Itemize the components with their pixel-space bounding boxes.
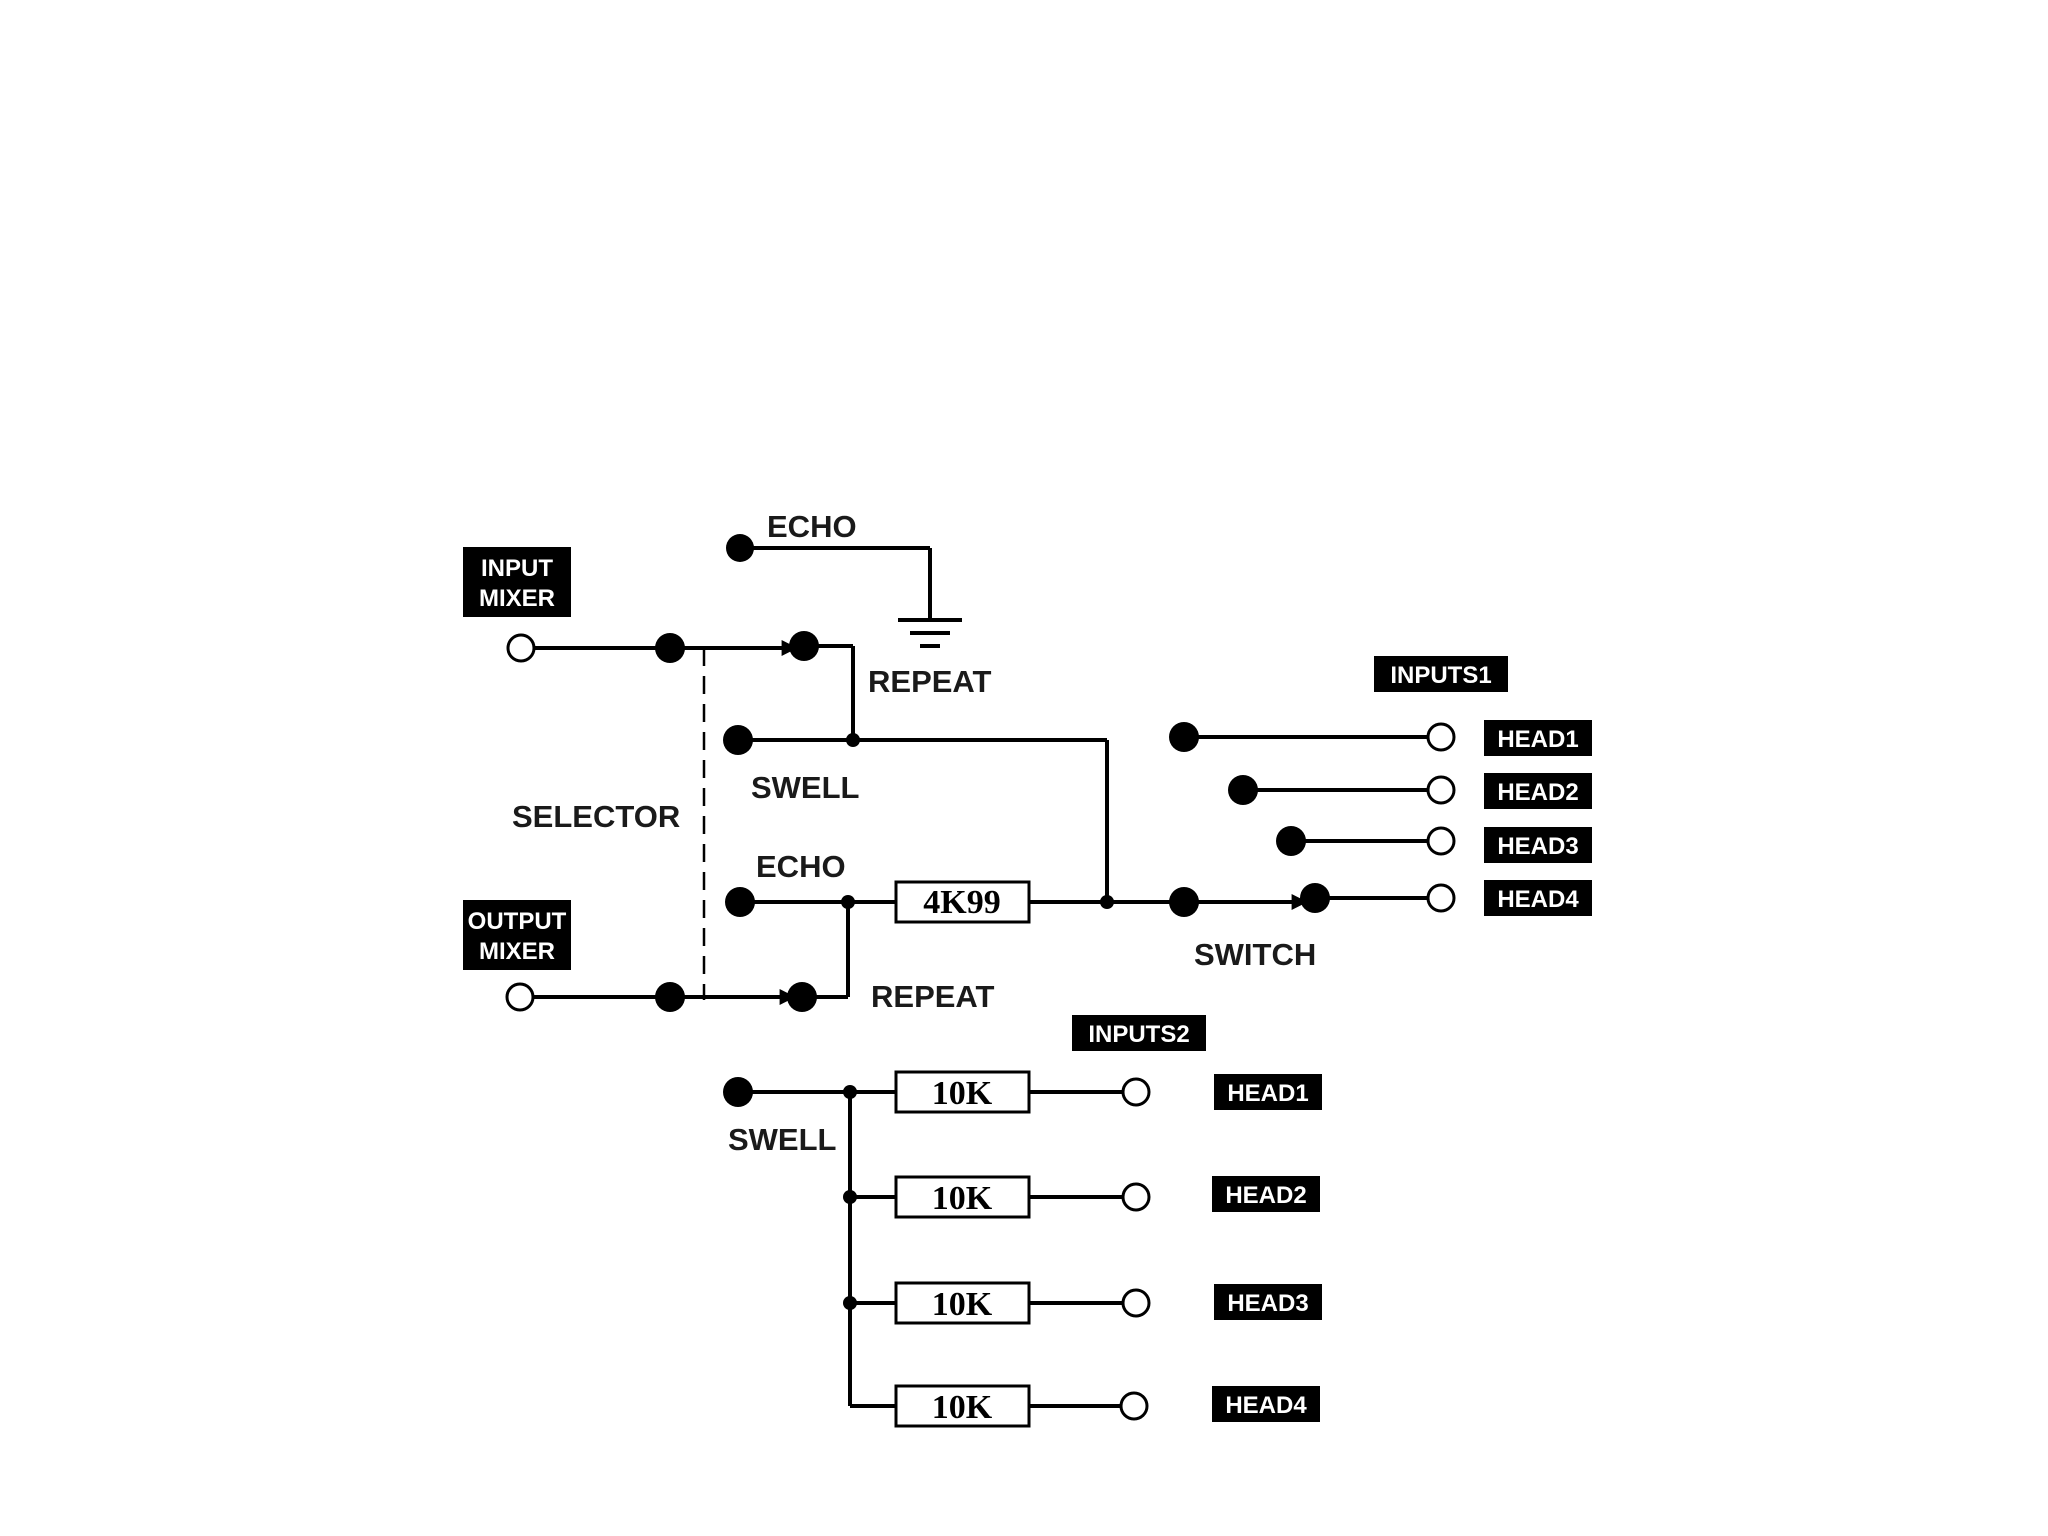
switch-contact-head3 [1276,826,1306,856]
resistor-10k-2-value: 10K [932,1180,993,1217]
switch-contact-head2 [1228,775,1258,805]
terminal-head3-a [1428,828,1454,854]
terminal-head4-b [1121,1393,1147,1419]
label-repeat-bottom: REPEAT [871,979,995,1014]
tag-inputs2-text: INPUTS2 [1088,1021,1189,1048]
terminal-head2-a [1428,777,1454,803]
terminal-input-mixer [508,635,534,661]
terminal-swell-bottom [723,1077,753,1107]
label-repeat-top: REPEAT [868,664,992,699]
label-swell-top: SWELL [751,770,860,805]
label-echo-top: ECHO [767,509,857,544]
switch-contact-head4 [1300,883,1330,913]
tag-input-mixer-line2: MIXER [479,585,555,612]
tag-head3-b-text: HEAD3 [1227,1290,1308,1317]
terminal-head1-b [1123,1079,1149,1105]
tag-inputs1-text: INPUTS1 [1390,662,1491,689]
label-swell-bottom: SWELL [728,1122,837,1157]
terminal-swell-top [723,725,753,755]
tag-output-mixer-line1: OUTPUT [468,908,567,935]
switch-contact-head1 [1169,722,1199,752]
tag-head4-a-text: HEAD4 [1497,886,1579,913]
tag-head4-b-text: HEAD4 [1225,1392,1307,1419]
terminal-head1-a [1428,724,1454,750]
selector-pivot-output [655,982,685,1012]
tag-output-mixer-line2: MIXER [479,938,555,965]
junction-ladder-1 [843,1085,857,1099]
resistor-10k-3-value: 10K [932,1286,993,1323]
label-switch: SWITCH [1194,937,1316,972]
resistor-4k99-value: 4K99 [923,884,1000,921]
terminal-output-mixer [507,984,533,1010]
tag-head2-b-text: HEAD2 [1225,1182,1306,1209]
terminal-echo-top [726,534,754,562]
junction-swell-top [846,733,860,747]
tag-head1-b-text: HEAD1 [1227,1080,1308,1107]
label-echo-mid: ECHO [756,849,846,884]
ground-icon [898,620,962,646]
tag-input-mixer-line1: INPUT [481,555,553,582]
terminal-echo-mid [725,887,755,917]
selector-pivot-input [655,633,685,663]
terminal-head4-a [1428,885,1454,911]
tag-head3-a-text: HEAD3 [1497,833,1578,860]
label-selector: SELECTOR [512,799,680,834]
resistor-10k-1-value: 10K [932,1075,993,1112]
terminal-head3-b [1123,1290,1149,1316]
tag-head1-a-text: HEAD1 [1497,726,1578,753]
junction-swell-4k99 [1100,895,1114,909]
tag-head2-a-text: HEAD2 [1497,779,1578,806]
resistor-10k-4-value: 10K [932,1389,993,1426]
terminal-head2-b [1123,1184,1149,1210]
